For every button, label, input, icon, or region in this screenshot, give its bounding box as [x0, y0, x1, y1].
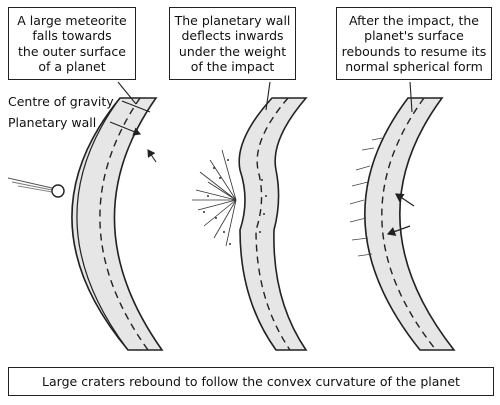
- connector-2: [265, 81, 271, 111]
- panel-1-text-box: A large meteorite falls towards the oute…: [8, 7, 136, 80]
- label-centre-of-gravity: Centre of gravity: [8, 94, 114, 109]
- rebound-arrow-2: [386, 225, 411, 237]
- caption: Large craters rebound to follow the conv…: [42, 373, 460, 389]
- wall-outer-arc-1: [71, 97, 164, 351]
- meteorite: [7, 177, 65, 198]
- panel-2-wall: [192, 97, 308, 351]
- wall-inner-line-3: [381, 97, 437, 351]
- impact-burst: [192, 149, 237, 247]
- impact-debris: [203, 159, 267, 245]
- connector-1: [117, 81, 137, 105]
- rebound-arrow-1: [395, 193, 415, 207]
- panel-3-wall: [349, 97, 456, 351]
- planetary-wall-pointer: [109, 121, 142, 136]
- panel-2-text: The planetary wall deflects inwards unde…: [174, 12, 291, 75]
- rebound-texture: [349, 137, 383, 257]
- panel-2-text-box: The planetary wall deflects inwards unde…: [169, 7, 296, 80]
- wall-rebound-3: [364, 97, 456, 351]
- wall-inner-line-2: [255, 97, 291, 351]
- centre-of-gravity-pointer: [121, 100, 151, 113]
- wall-deflected-2: [238, 97, 308, 351]
- planetary-wall-arrow-up: [147, 149, 157, 163]
- caption-box: Large craters rebound to follow the conv…: [8, 367, 494, 396]
- label-planetary-wall: Planetary wall: [8, 115, 97, 130]
- connector-3: [409, 81, 413, 113]
- panel-3-text: After the impact, the planet's surface r…: [341, 12, 487, 75]
- wall-inner-line-1: [99, 97, 149, 351]
- panel-1-text: A large meteorite falls towards the oute…: [17, 12, 127, 75]
- planet-outline-1: [76, 97, 129, 351]
- meteorite-icon: [51, 184, 65, 198]
- panel-1-wall: [71, 97, 164, 351]
- panel-3-text-box: After the impact, the planet's surface r…: [336, 7, 492, 80]
